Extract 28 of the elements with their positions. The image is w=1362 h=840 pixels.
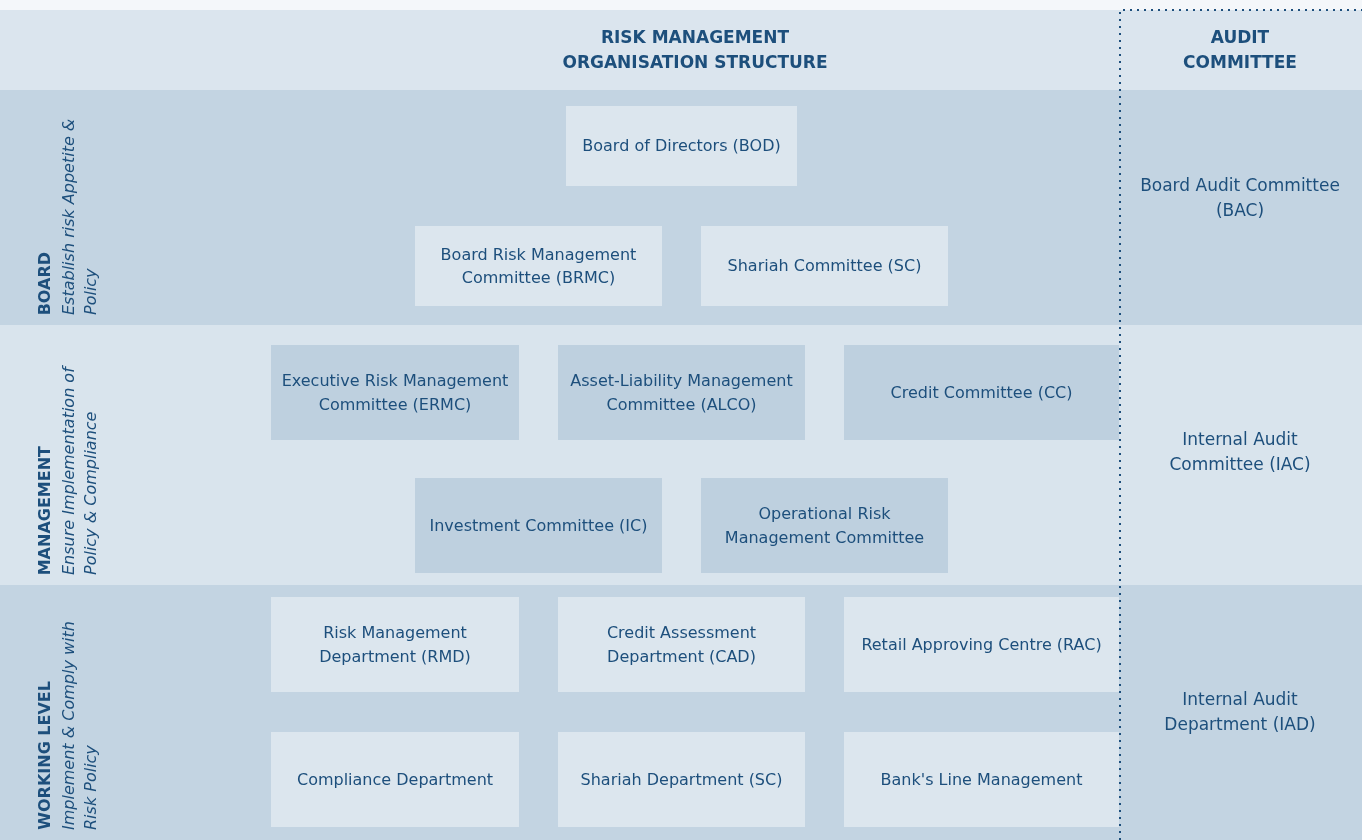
committee-box: Shariah Department (SC) [558, 732, 805, 827]
row-heading: WORKING LEVEL [34, 681, 55, 830]
row-heading: BOARD [34, 251, 55, 315]
committee-box: Risk Management Department (RMD) [271, 597, 519, 692]
committee-box: Compliance Department [271, 732, 519, 827]
column-heading: AUDIT COMMITTEE [1182, 26, 1298, 74]
committee-box: Investment Committee (IC) [415, 478, 662, 573]
committee-box: Asset-Liability Management Committee (ALCO) [558, 345, 805, 440]
row-description: Ensure Implementation of Policy & Compliance [58, 365, 101, 575]
audit-text: Internal Audit Committee (IAC) [1168, 428, 1312, 476]
row-band [0, 325, 1362, 585]
committee-box: Executive Risk Management Committee (ERMC) [271, 345, 519, 440]
row-heading: MANAGEMENT [34, 445, 55, 575]
row-description: Establish risk Appetite & Policy [58, 117, 101, 315]
audit-text: Board Audit Committee (BAC) [1140, 174, 1340, 222]
committee-box: Board Risk Management Committee (BRMC) [415, 226, 662, 306]
committee-box: Credit Committee (CC) [844, 345, 1119, 440]
audit-text: Internal Audit Department (IAD) [1163, 688, 1317, 736]
committee-box: Board of Directors (BOD) [566, 106, 797, 186]
committee-box: Retail Approving Centre (RAC) [844, 597, 1119, 692]
committee-box: Credit Assessment Department (CAD) [558, 597, 805, 692]
committee-box: Bank's Line Management [844, 732, 1119, 827]
committee-box: Shariah Committee (SC) [701, 226, 948, 306]
row-description: Implement & Comply with Risk Policy [58, 620, 101, 830]
row-band [0, 585, 1362, 840]
committee-box: Operational Risk Management Committee [701, 478, 948, 573]
row-band [0, 90, 1362, 325]
column-heading: RISK MANAGEMENT ORGANISATION STRUCTURE [561, 26, 829, 74]
